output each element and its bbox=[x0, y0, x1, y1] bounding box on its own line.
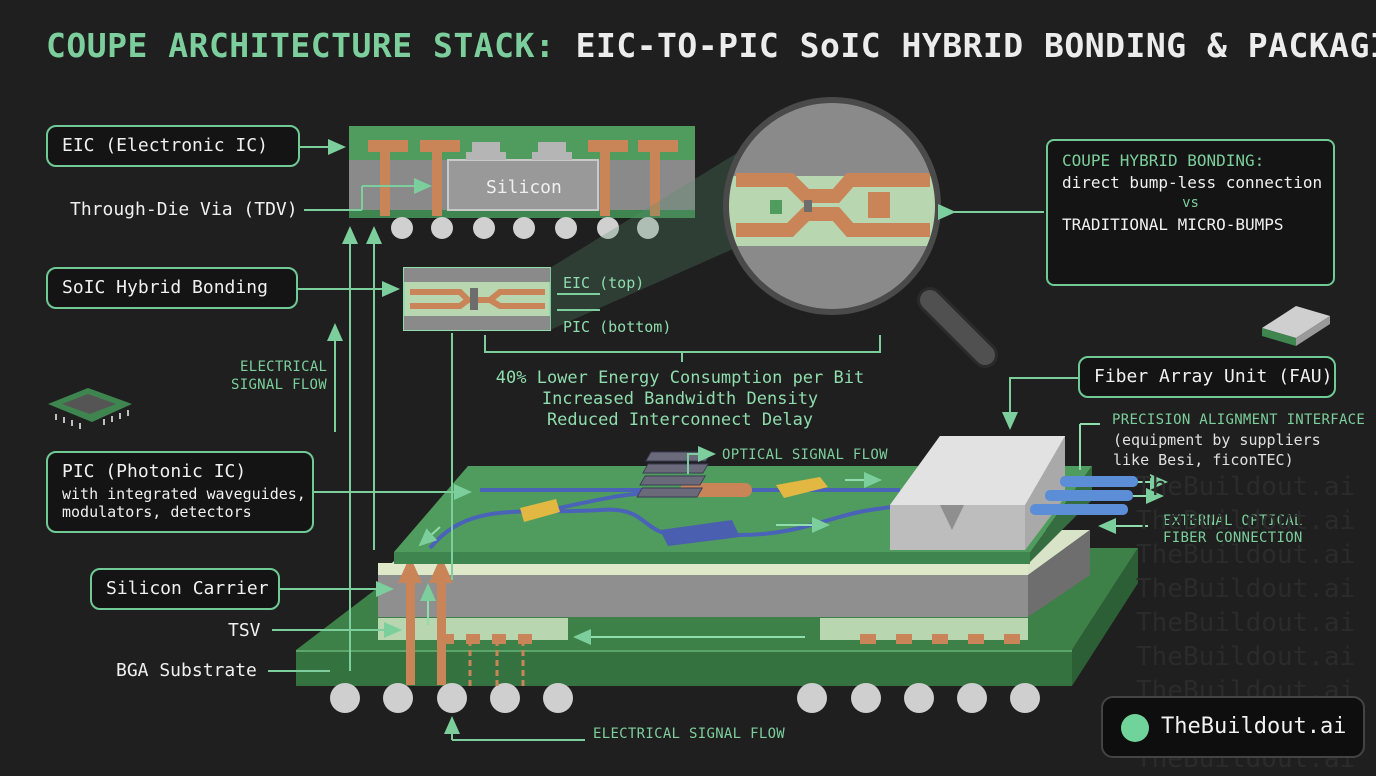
zoom-cone bbox=[550, 150, 742, 330]
title-highlight: COUPE ARCHITECTURE STACK: bbox=[46, 26, 556, 65]
silicon-carrier-label-text: Silicon Carrier bbox=[106, 578, 269, 599]
page-title: COUPE ARCHITECTURE STACK: EIC-TO-PIC SoI… bbox=[46, 26, 1376, 65]
hybrid-bonding-panel: COUPE HYBRID BONDING: direct bump-less c… bbox=[1046, 139, 1335, 286]
electrical-flow-bottom: ELECTRICAL SIGNAL FLOW bbox=[593, 726, 786, 742]
fau-label-text: Fiber Array Unit (FAU) bbox=[1094, 366, 1333, 387]
benefit-item: 40% Lower Energy Consumption per Bit bbox=[495, 368, 865, 388]
electrical-flow-left-1: ELECTRICAL bbox=[240, 359, 328, 375]
silicon-text: Silicon bbox=[486, 177, 562, 198]
connector-lines bbox=[268, 139, 1078, 741]
eic-top-label: EIC (top) bbox=[563, 274, 645, 292]
eic-label: EIC (Electronic IC) bbox=[46, 125, 300, 167]
brand-dot-icon bbox=[1121, 714, 1149, 742]
pic-label-title: PIC (Photonic IC) bbox=[62, 461, 247, 482]
precision-desc1: (equipment by suppliers bbox=[1113, 431, 1321, 449]
usb-connector-icon bbox=[1262, 306, 1330, 346]
pic-label-desc1: with integrated waveguides, bbox=[62, 485, 306, 503]
external-fiber-2: FIBER CONNECTION bbox=[1163, 530, 1303, 546]
benefit-item: Increased Bandwidth Density bbox=[541, 389, 819, 409]
soic-label: SoIC Hybrid Bonding bbox=[46, 267, 298, 309]
brand-name: TheBuildout.ai bbox=[1161, 714, 1347, 739]
bonding-title: COUPE HYBRID BONDING: bbox=[1062, 151, 1265, 170]
benefit-item: Reduced Interconnect Delay bbox=[546, 410, 814, 430]
fiber-array-unit bbox=[636, 436, 1065, 550]
precision-desc2: like Besi, ficonTEC) bbox=[1113, 451, 1294, 469]
benefits-list: 40% Lower Energy Consumption per Bit Inc… bbox=[440, 368, 920, 431]
fau-label: Fiber Array Unit (FAU) bbox=[1078, 356, 1336, 398]
bonding-vs: vs bbox=[1182, 195, 1199, 211]
precision-title: PRECISION ALIGNMENT INTERFACE bbox=[1112, 412, 1366, 428]
magnifier-icon bbox=[723, 97, 998, 368]
tdv-label: Through-Die Via (TDV) bbox=[70, 199, 298, 220]
brand-badge[interactable]: TheBuildout.ai bbox=[1101, 696, 1365, 758]
external-fibers bbox=[1030, 423, 1168, 534]
pic-bottom-label: PIC (bottom) bbox=[563, 318, 672, 336]
chip-icon bbox=[48, 388, 132, 429]
bga-label: BGA Substrate bbox=[116, 660, 257, 681]
silicon-carrier-label: Silicon Carrier bbox=[90, 568, 280, 610]
optical-flow-label: OPTICAL SIGNAL FLOW bbox=[722, 447, 888, 463]
bonding-traditional: TRADITIONAL MICRO-BUMPS bbox=[1062, 215, 1284, 234]
electrical-flow-left-2: SIGNAL FLOW bbox=[231, 377, 328, 393]
solder-balls bbox=[330, 683, 1040, 713]
soic-bond-detail bbox=[403, 267, 551, 331]
optical-flow-arrows bbox=[418, 472, 882, 645]
tsv-pillars bbox=[398, 556, 525, 686]
tsv-label: TSV bbox=[228, 620, 261, 641]
soic-label-text: SoIC Hybrid Bonding bbox=[62, 277, 268, 298]
external-fiber-1: EXTERNAL OPTICAL bbox=[1163, 513, 1303, 529]
pic-label-desc2: modulators, detectors bbox=[62, 503, 252, 521]
title-rest: EIC-TO-PIC SoIC HYBRID BONDING & PACKAGI… bbox=[575, 26, 1376, 65]
bonding-desc: direct bump-less connection bbox=[1062, 173, 1323, 192]
eic-label-text: EIC (Electronic IC) bbox=[62, 135, 268, 156]
carrier-bottom-layer bbox=[378, 618, 1028, 644]
pic-label: PIC (Photonic IC) with integrated wavegu… bbox=[46, 451, 314, 533]
